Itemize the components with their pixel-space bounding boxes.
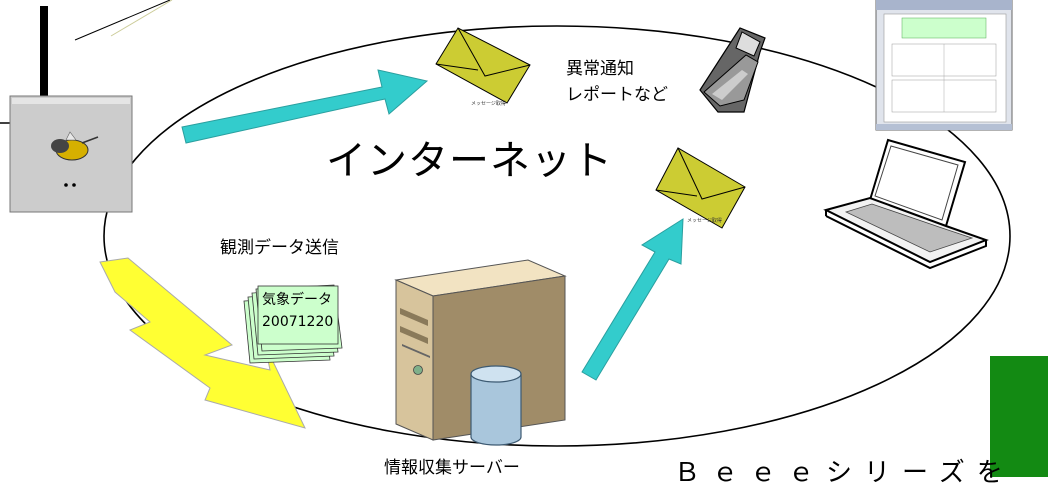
mobile-phone-icon [699, 27, 766, 113]
beee-device-icon [9, 95, 133, 213]
internet-label: インターネット [326, 138, 613, 184]
series-banner-text: Ｂｅｅｅシリーズを [674, 458, 1015, 488]
database-icon [470, 365, 522, 446]
server-label: 情報収集サーバー [384, 458, 520, 478]
connection-line [74, 0, 171, 41]
internet-ellipse [103, 25, 1011, 447]
envelope-caption: メッセージ取得 [687, 218, 722, 224]
alert-label-line2: レポートなど [566, 85, 668, 105]
arrow-server-to-internet [581, 218, 684, 381]
alert-label-line1: 異常通知 [566, 59, 634, 79]
network-diagram [0, 0, 1048, 477]
data-send-label: 観測データ送信 [220, 238, 339, 258]
weather-card-line1: 気象データ [262, 292, 332, 308]
envelope-icon [435, 27, 531, 104]
arrow-device-to-internet [181, 69, 429, 144]
weather-card-line2: 20071220 [262, 314, 334, 330]
weather-card-text: 気象データ 20071220 [262, 289, 333, 333]
antenna-icon [40, 6, 48, 96]
lightning-icon [99, 257, 306, 429]
server-icon [394, 259, 567, 441]
laptop-icon [823, 138, 989, 270]
envelope-icon [655, 147, 746, 229]
weather-data-cards [243, 284, 343, 364]
connection-line [110, 0, 173, 37]
web-page-screenshot [875, 0, 1013, 131]
envelope-caption: メッセージ取得 [471, 101, 506, 107]
green-bar [990, 356, 1048, 477]
